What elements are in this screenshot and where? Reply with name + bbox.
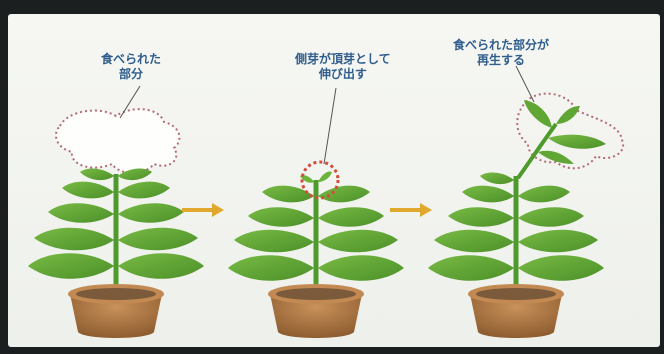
regrown-part-leader-line <box>515 65 535 103</box>
new-shoot-stem <box>516 122 558 180</box>
caption-regrown-part: 食べられた部分が 再生する <box>453 38 550 67</box>
leaves <box>428 172 604 281</box>
plant-3 <box>428 65 625 338</box>
leaves <box>28 168 204 279</box>
pot <box>268 284 364 338</box>
plant-2 <box>228 87 404 338</box>
lateral-bud-highlight <box>300 160 340 200</box>
arrow-1-head <box>212 203 224 217</box>
pot <box>68 284 164 338</box>
diagram-canvas <box>28 65 625 338</box>
leaves <box>228 171 404 281</box>
slide: 食べられた 部分 側芽が頂芽として 伸び出す 食べられた部分が 再生する <box>8 14 660 347</box>
caption-eaten-part: 食べられた 部分 <box>101 52 162 81</box>
lateral-bud-leader-line <box>323 87 337 165</box>
eaten-part-outline <box>55 108 181 174</box>
eaten-part-leader-line <box>119 85 141 119</box>
arrow-2-head <box>420 203 432 217</box>
caption-lateral-bud: 側芽が頂芽として 伸び出す <box>295 52 391 81</box>
plant-1 <box>28 85 204 338</box>
new-shoot-leaves <box>524 100 606 164</box>
pot <box>468 284 564 338</box>
